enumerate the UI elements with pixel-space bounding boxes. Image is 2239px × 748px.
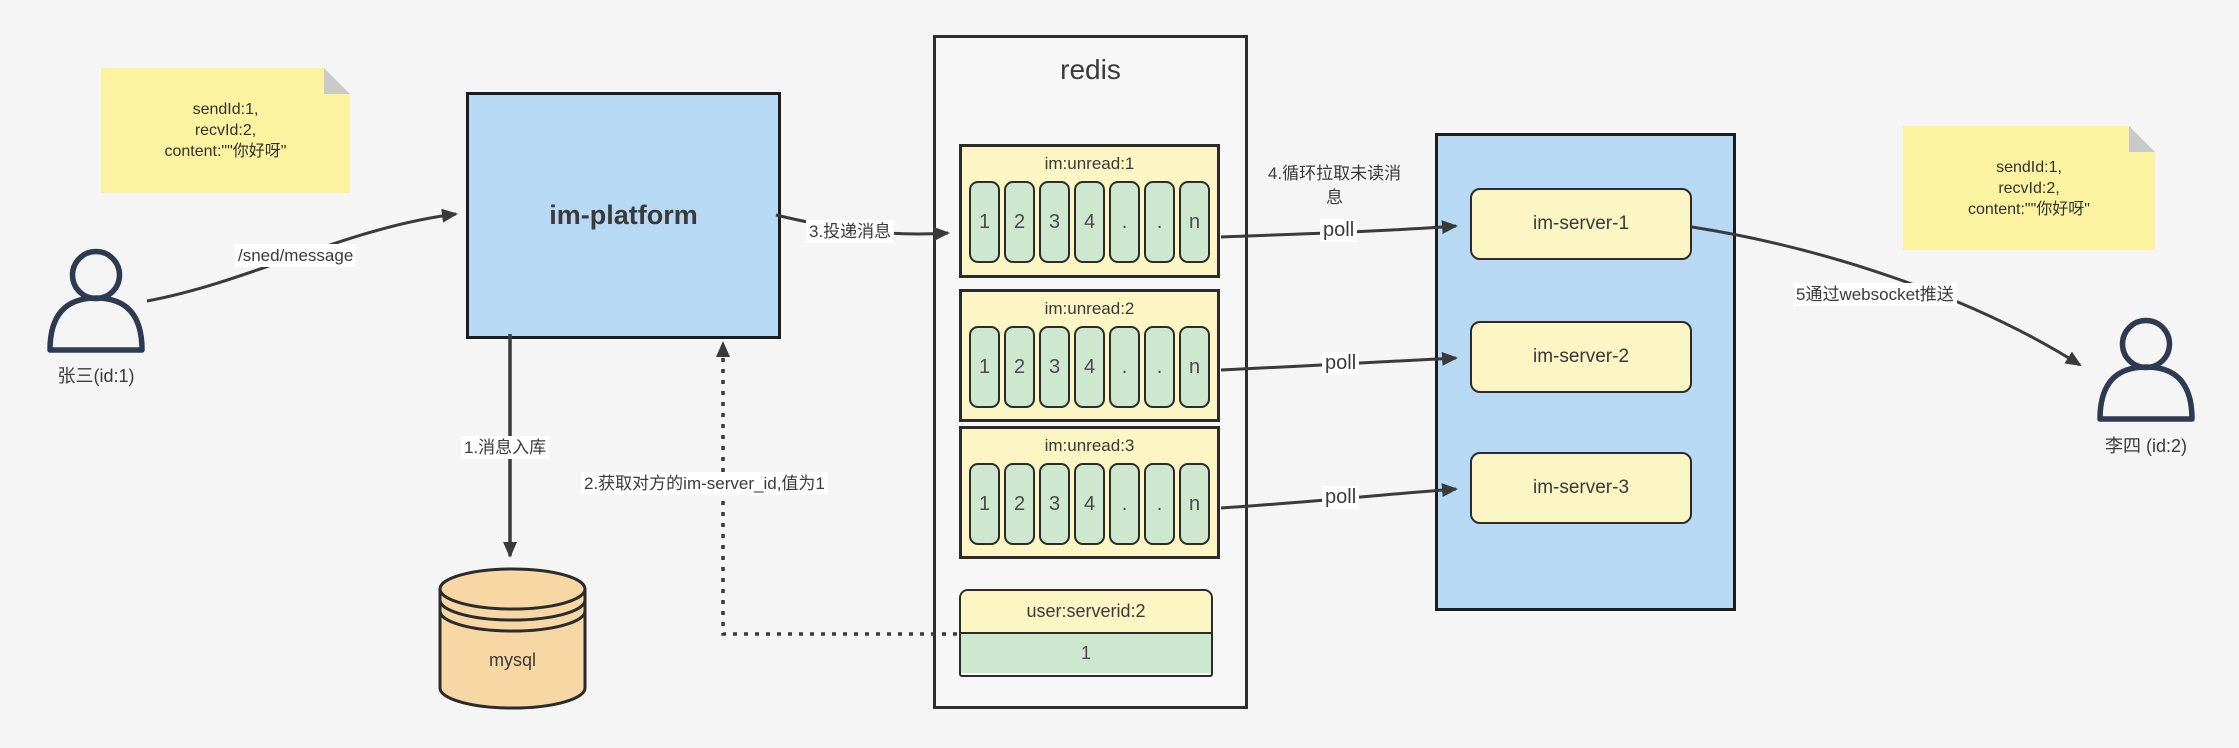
queue-cell: .: [1109, 326, 1140, 408]
queue-cell: 1: [969, 326, 1000, 408]
sticky-note-right: sendId:1, recvId:2, content:""你好呀": [1903, 126, 2155, 250]
note-fold-corner-icon: [2129, 126, 2155, 152]
queue-cell: 1: [969, 463, 1000, 545]
im-server-1-node: im-server-1: [1470, 188, 1692, 260]
queue-cells: 1 2 3 4 . . n: [962, 326, 1217, 408]
queue-cell: 2: [1004, 463, 1035, 545]
queue-cell: 4: [1074, 326, 1105, 408]
step1-label: 1.消息入库: [461, 436, 550, 459]
queue-cell: .: [1144, 463, 1175, 545]
sender-label: 张三(id:1): [57, 366, 135, 386]
note-fold-corner-icon: [324, 68, 350, 94]
poll-label-1: poll: [1320, 219, 1358, 242]
sender-user-icon: [42, 247, 150, 355]
queue-cell: 1: [969, 181, 1000, 263]
im-server-3-node: im-server-3: [1470, 452, 1692, 524]
queue-cells: 1 2 3 4 . . n: [962, 181, 1217, 263]
queue-title: im:unread:3: [1044, 436, 1135, 455]
im-server-2-node: im-server-2: [1470, 321, 1692, 393]
note-line: recvId:2,: [194, 122, 257, 139]
redis-queue-unread-1: im:unread:1 1 2 3 4 . . n: [959, 144, 1220, 278]
queue-cell: 4: [1074, 181, 1105, 263]
note-line: content:""你好呀": [164, 143, 287, 160]
queue-cell: 2: [1004, 181, 1035, 263]
queue-cell: 4: [1074, 463, 1105, 545]
serverid-key: user:serverid:2: [961, 591, 1211, 634]
redis-user-serverid-box: user:serverid:2 1: [959, 589, 1213, 677]
sticky-note-left: sendId:1, recvId:2, content:""你好呀": [101, 68, 350, 193]
send-endpoint-label: /sned/message: [235, 244, 357, 267]
step2-label: 2.获取对方的im-server_id,值为1: [581, 472, 828, 495]
poll-label-3: poll: [1322, 486, 1360, 509]
mysql-label: mysql: [488, 650, 536, 670]
redis-title: redis: [1060, 54, 1121, 85]
im-platform-node: im-platform: [466, 92, 781, 339]
mysql-database-icon: mysql: [436, 566, 589, 712]
queue-cell: n: [1179, 463, 1210, 545]
queue-cell: n: [1179, 326, 1210, 408]
step3-label: 3.投递消息: [806, 220, 895, 243]
serverid-value: 1: [961, 634, 1211, 673]
receiver-user-icon: [2092, 316, 2200, 424]
queue-cell: 2: [1004, 326, 1035, 408]
queue-cell: .: [1144, 326, 1175, 408]
queue-title: im:unread:1: [1044, 154, 1135, 173]
poll-label-2: poll: [1322, 352, 1360, 375]
queue-cell: .: [1109, 181, 1140, 263]
step5-label: 5通过websocket推送: [1793, 283, 1957, 306]
step4-label: 4.循环拉取未读消息: [1267, 164, 1402, 207]
queue-title: im:unread:2: [1044, 299, 1135, 318]
queue-cell: .: [1144, 181, 1175, 263]
queue-cells: 1 2 3 4 . . n: [962, 463, 1217, 545]
queue-cell: .: [1109, 463, 1140, 545]
queue-cell: 3: [1039, 326, 1070, 408]
queue-cell: 3: [1039, 463, 1070, 545]
note-line: sendId:1,: [1996, 158, 2062, 176]
note-line: sendId:1,: [192, 101, 259, 118]
redis-queue-unread-2: im:unread:2 1 2 3 4 . . n: [959, 289, 1220, 422]
note-line: content:""你好呀": [1968, 200, 2090, 218]
note-line: recvId:2,: [1998, 179, 2060, 197]
redis-queue-unread-3: im:unread:3 1 2 3 4 . . n: [959, 426, 1220, 559]
im-platform-label: im-platform: [549, 200, 698, 230]
receiver-label: 李四 (id:2): [2104, 436, 2187, 456]
queue-cell: n: [1179, 181, 1210, 263]
queue-cell: 3: [1039, 181, 1070, 263]
